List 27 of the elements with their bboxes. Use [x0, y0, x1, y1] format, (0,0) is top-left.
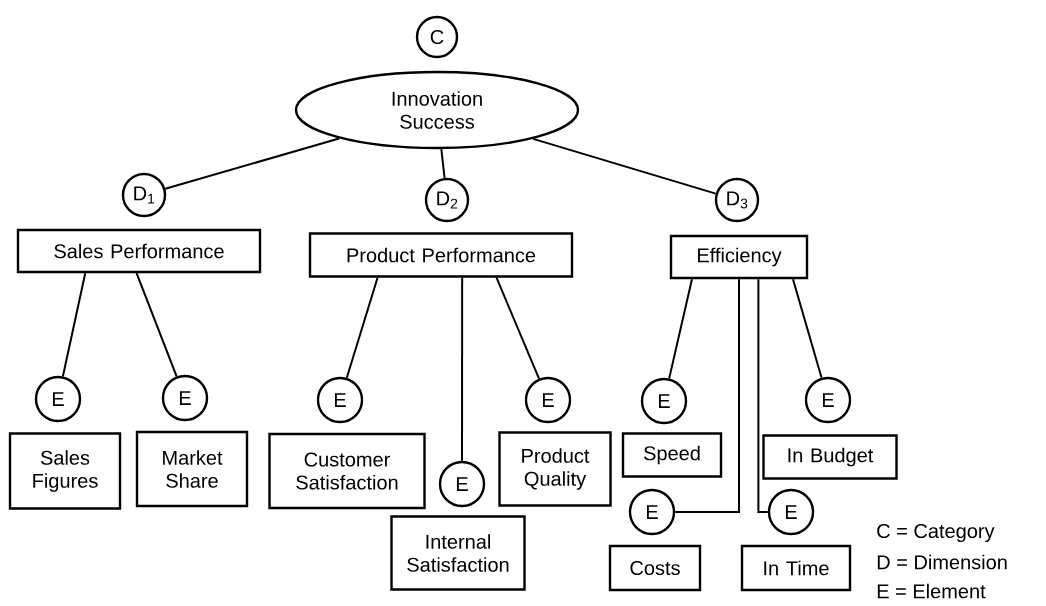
- text-box: Speed: [621, 432, 723, 478]
- text-box: In Time: [740, 544, 852, 592]
- connector-line: [61, 272, 87, 378]
- connector-line: [461, 276, 464, 462]
- connector-line: [674, 278, 740, 513]
- key-text: E = Element: [877, 583, 986, 599]
- text-box: Sales Figures: [8, 432, 122, 510]
- text-box: Sales Performance: [16, 228, 262, 274]
- connector-line: [792, 278, 823, 379]
- text-box: Product Performance: [308, 232, 574, 278]
- connector-line: [757, 278, 769, 513]
- text-box: In Budget: [762, 434, 898, 480]
- connector-line: [668, 278, 693, 380]
- connector-line: [345, 276, 379, 379]
- connector-line: [440, 148, 446, 179]
- text-box: Market Share: [135, 430, 249, 508]
- text-box: Costs: [608, 544, 702, 592]
- text-box: Efficiency: [669, 234, 809, 280]
- text-box: Internal Satisfaction: [390, 515, 526, 591]
- connector-line: [135, 272, 178, 378]
- connector-line: [164, 137, 341, 190]
- connector-line: [532, 137, 717, 195]
- text-box: Customer Satisfaction: [268, 432, 426, 510]
- key-text: C = Category: [877, 523, 995, 543]
- text-box: Product Quality: [498, 431, 612, 507]
- key-text: D = Dimension: [877, 554, 1007, 570]
- connector-line: [495, 276, 540, 380]
